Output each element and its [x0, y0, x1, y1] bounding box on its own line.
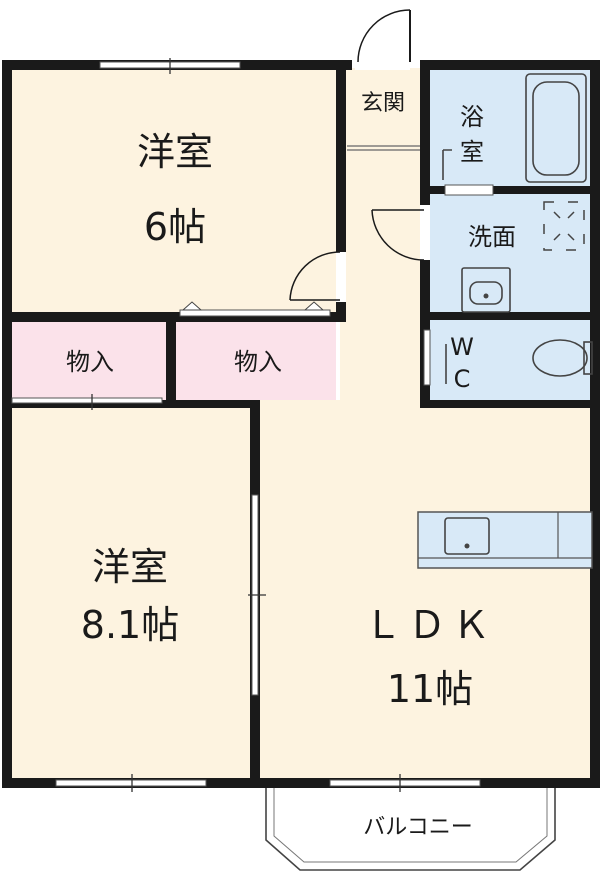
room-name-washroom: 洗面	[468, 223, 516, 251]
floor-closet-left	[10, 320, 172, 400]
entry-door	[347, 9, 420, 151]
label-balcony: バルコニー	[363, 815, 473, 840]
washbasin-icon	[461, 267, 511, 313]
room-name-entrance: 玄関	[361, 91, 405, 116]
floor-corridor	[340, 68, 425, 408]
door-western-6	[289, 251, 346, 302]
room-name-bath-1: 浴	[460, 103, 484, 131]
floor-ldk	[255, 400, 592, 778]
toilet-icon	[445, 339, 593, 384]
floor-closet-right	[176, 320, 336, 400]
room-size-western-6: 6帖	[144, 205, 206, 249]
door-wc	[423, 329, 431, 386]
floor-toilet	[428, 318, 592, 402]
floor-western-6	[10, 68, 340, 318]
room-size-western-8: 8.1帖	[81, 603, 179, 647]
room-name-bath-2: 室	[460, 138, 484, 166]
room-name-closet-right: 物入	[234, 348, 282, 376]
room-name-closet-left: 物入	[66, 348, 114, 376]
room-name-western-8: 洋室	[92, 545, 168, 589]
closet-doors	[179, 301, 331, 317]
door-washroom	[371, 205, 430, 261]
floor-bath	[428, 68, 592, 190]
floor-western-8	[10, 400, 255, 778]
room-name-western-6: 洋室	[137, 130, 213, 174]
washing-machine-space-icon	[543, 201, 585, 251]
door-bath	[444, 184, 494, 196]
room-name-wc-2: C	[454, 365, 471, 393]
kitchen-counter-icon	[417, 511, 593, 569]
room-name-wc-1: W	[450, 333, 474, 361]
room-name-ldk: ＬＤＫ	[364, 603, 496, 647]
window-ticks	[91, 58, 401, 792]
balcony-outline	[265, 788, 556, 871]
bathtub-icon	[525, 73, 587, 183]
bath-partition	[442, 149, 452, 180]
room-size-ldk: 11帖	[387, 667, 473, 711]
balcony-inner	[273, 788, 548, 863]
